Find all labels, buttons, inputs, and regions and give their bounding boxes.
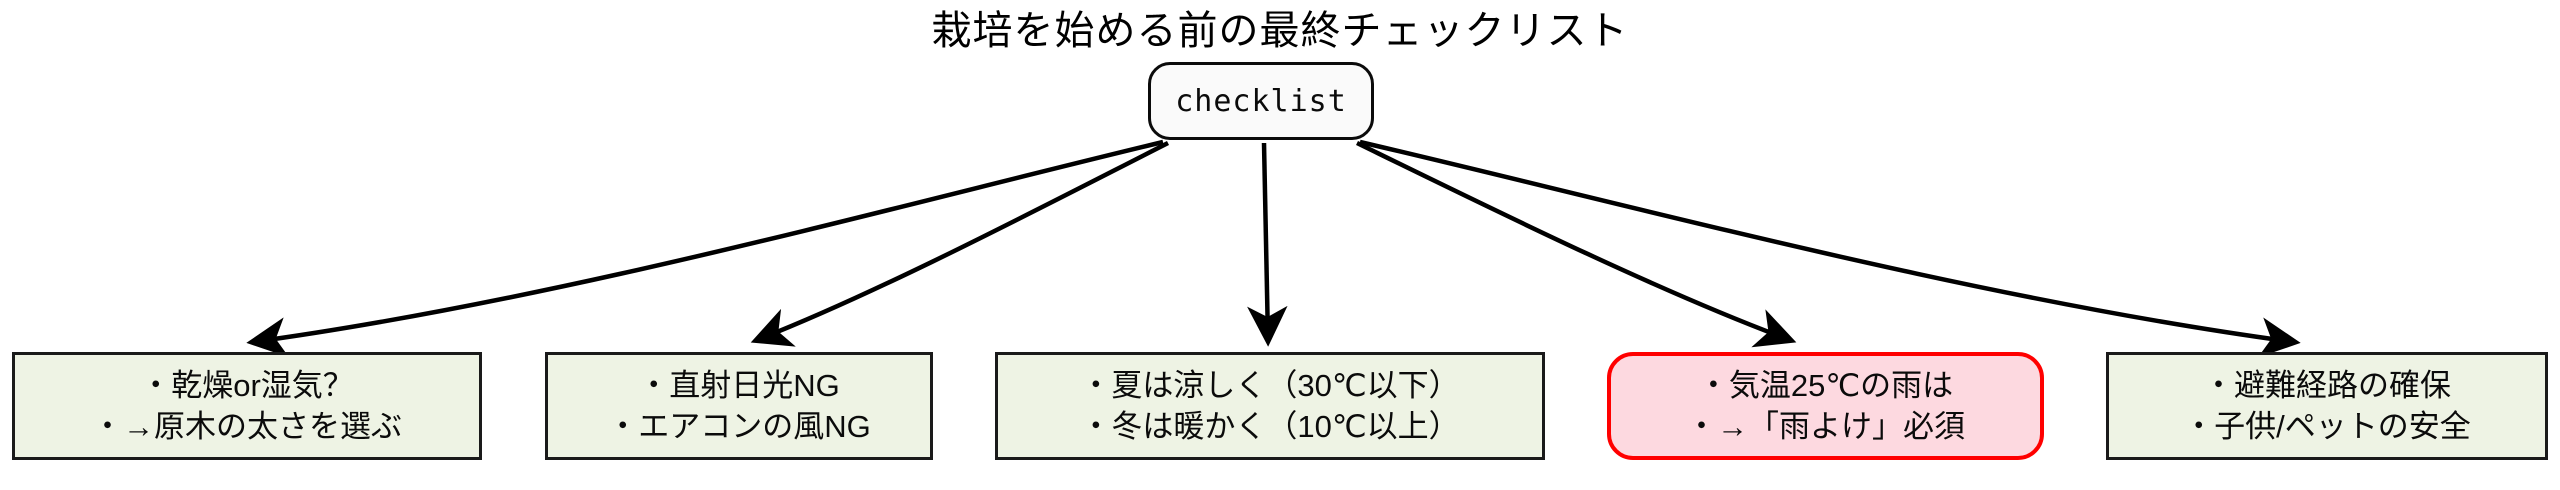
edge-checklist-safety <box>1359 139 2301 358</box>
node-temperature-line-2: ・冬は暖かく（10℃以上） <box>1080 409 1460 444</box>
node-safety-line-1: ・避難経路の確保 <box>2203 368 2451 403</box>
node-safety[interactable]: ・避難経路の確保 ・子供/ペットの安全 <box>2106 352 2548 460</box>
node-humidity-line-2: ・→原木の太さを選ぶ <box>92 409 402 444</box>
edge-checklist-humidity <box>246 139 1164 358</box>
edge-checklist-rain <box>1356 140 1797 348</box>
node-light-line-2: ・エアコンの風NG <box>607 409 871 444</box>
node-light[interactable]: ・直射日光NG ・エアコンの風NG <box>545 352 933 460</box>
page-title: 栽培を始める前の最終チェックリスト <box>931 9 1629 53</box>
node-humidity-line-1: ・乾燥or湿気？ <box>140 368 354 403</box>
node-temperature[interactable]: ・夏は涼しく（30℃以下） ・冬は暖かく（10℃以上） <box>995 352 1545 460</box>
node-checklist-label: checklist <box>1175 83 1347 119</box>
node-humidity[interactable]: ・乾燥or湿気？ ・→原木の太さを選ぶ <box>12 352 482 460</box>
node-rain-line-1: ・気温25℃の雨は <box>1697 368 1954 403</box>
node-temperature-line-1: ・夏は涼しく（30℃以下） <box>1080 368 1460 403</box>
node-rain[interactable]: ・気温25℃の雨は ・→「雨よけ」必須 <box>1607 352 2044 460</box>
node-safety-line-2: ・子供/ペットの安全 <box>2183 409 2471 444</box>
node-rain-line-2: ・→「雨よけ」必須 <box>1686 409 1965 444</box>
node-checklist[interactable]: checklist <box>1148 62 1374 140</box>
edge-checklist-light <box>750 140 1170 347</box>
node-light-line-1: ・直射日光NG <box>638 368 840 403</box>
edge-checklist-temperature <box>1247 142 1288 347</box>
